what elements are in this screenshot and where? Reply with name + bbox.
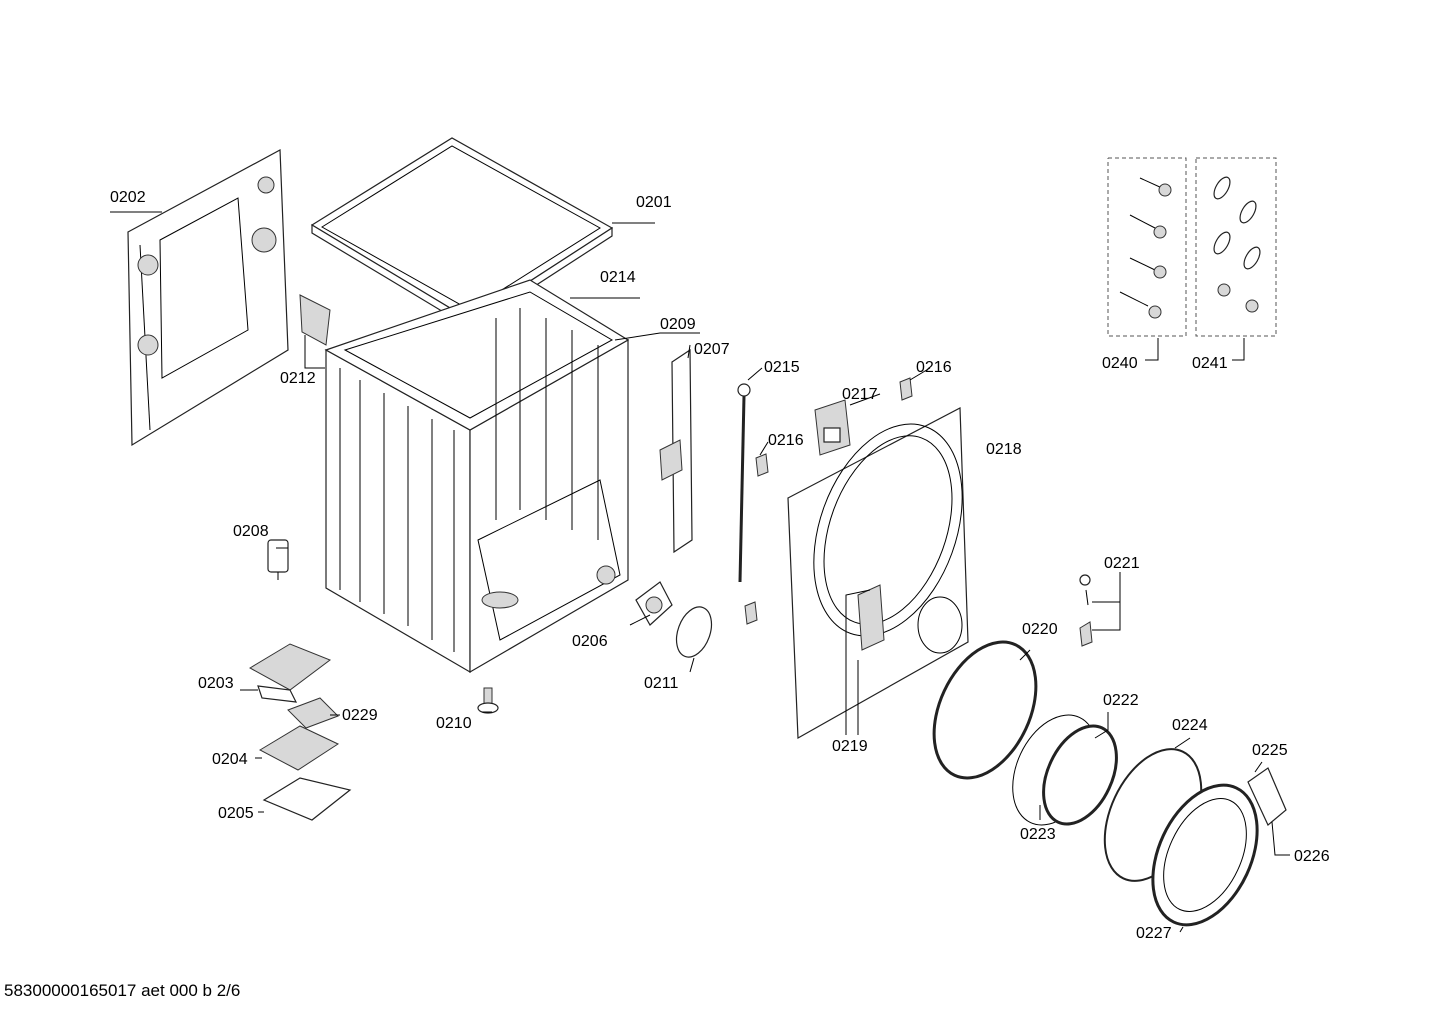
part-0221-latch — [1079, 574, 1093, 647]
callout-0214: 0214 — [600, 269, 636, 286]
callout-0220: 0220 — [1022, 621, 1058, 638]
part-top-cover — [310, 137, 614, 330]
callout-0209: 0209 — [660, 316, 696, 333]
callout-0229: 0229 — [342, 707, 378, 724]
callout-0224: 0224 — [1172, 717, 1208, 734]
part-0206-motor-mount — [635, 581, 673, 626]
part-0210-foot — [477, 687, 499, 714]
part-control-box-group — [248, 643, 352, 821]
callout-0203: 0203 — [198, 675, 234, 692]
part-0208-capacitor — [267, 539, 289, 580]
part-front-panel — [787, 407, 969, 740]
callout-0207: 0207 — [694, 341, 730, 358]
callout-0215: 0215 — [764, 359, 800, 376]
part-0217-module — [814, 399, 851, 456]
callout-0223: 0223 — [1020, 826, 1056, 843]
part-hardware-kits — [1107, 157, 1277, 337]
callout-0241: 0241 — [1192, 355, 1228, 372]
part-0212-bracket — [299, 294, 331, 346]
callout-0221: 0221 — [1104, 555, 1140, 572]
part-cabinet — [324, 279, 630, 674]
part-0211-cover — [675, 606, 713, 658]
callout-0225: 0225 — [1252, 742, 1288, 759]
callout-0218: 0218 — [986, 441, 1022, 458]
cabinet-ribs — [339, 308, 599, 652]
callout-0216a: 0216 — [916, 359, 952, 376]
callout-0210: 0210 — [436, 715, 472, 732]
callout-0226: 0226 — [1294, 848, 1330, 865]
part-back-panel — [127, 149, 289, 447]
callout-0227: 0227 — [1136, 925, 1172, 942]
callout-0212: 0212 — [280, 370, 316, 387]
callout-0204: 0204 — [212, 751, 248, 768]
callout-0211: 0211 — [644, 675, 679, 692]
callout-0201: 0201 — [636, 194, 672, 211]
callout-0240: 0240 — [1102, 355, 1138, 372]
callout-labels: 0201 0202 0214 0209 0207 0212 0215 0216 … — [110, 189, 1330, 942]
callout-0219: 0219 — [832, 738, 868, 755]
leader-lines — [110, 211, 1290, 933]
callout-0222: 0222 — [1103, 692, 1139, 709]
callout-0205: 0205 — [218, 805, 254, 822]
part-0207-strip — [659, 348, 693, 554]
callout-0216b: 0216 — [768, 432, 804, 449]
callout-0208: 0208 — [233, 523, 269, 540]
callout-0217: 0217 — [842, 386, 878, 403]
part-0216-clips — [744, 377, 913, 625]
document-footer: 58300000165017 aet 000 b 2/6 — [4, 981, 241, 1000]
part-0215-rod — [737, 383, 751, 583]
callout-0202: 0202 — [110, 189, 146, 206]
callout-0206: 0206 — [572, 633, 608, 650]
part-door-rings — [932, 640, 1287, 927]
